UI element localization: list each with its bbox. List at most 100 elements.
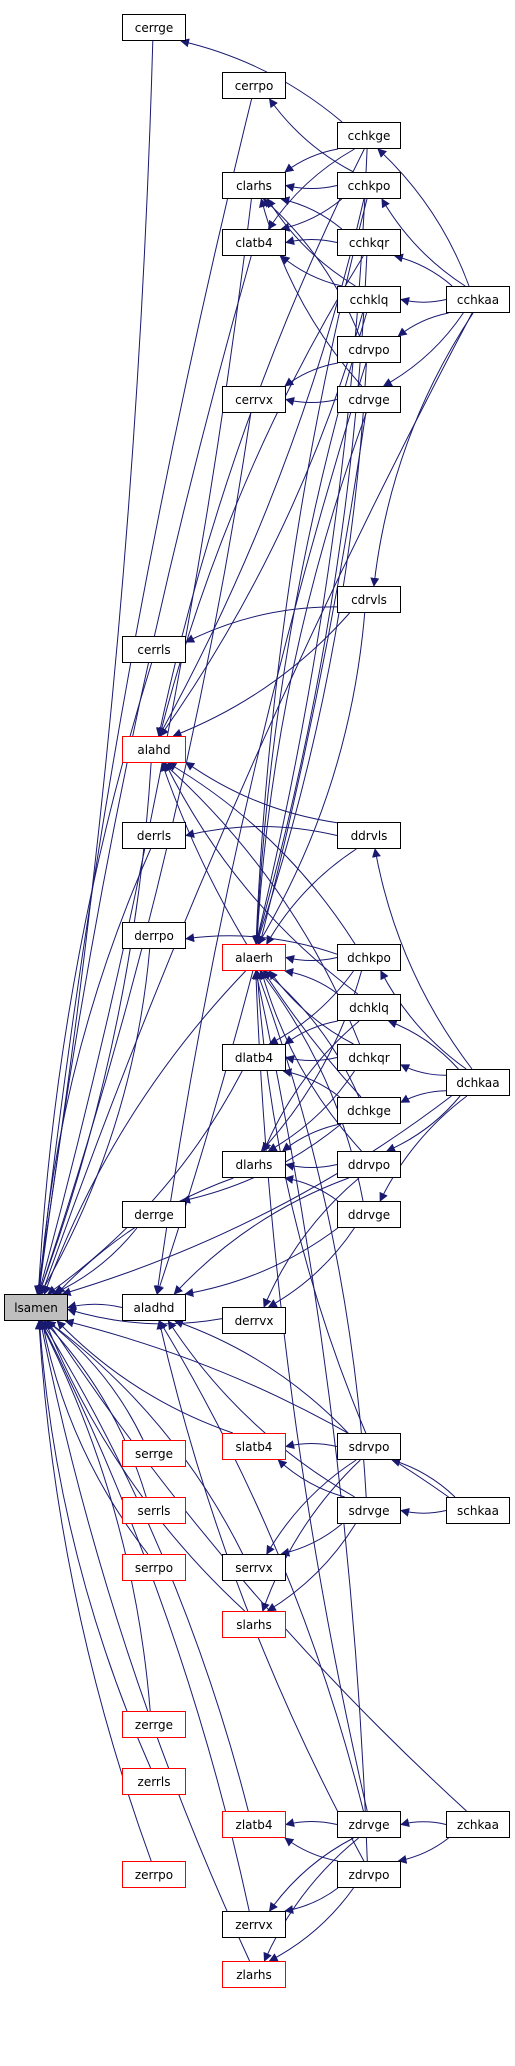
edge-zdrvpo-to-aladhd <box>156 1320 365 1862</box>
node-cchklq[interactable]: cchklq <box>337 286 401 313</box>
edge-dchkge-to-dlatb4 <box>282 1068 341 1098</box>
node-alahd[interactable]: alahd <box>122 736 186 763</box>
node-serrge[interactable]: serrge <box>122 1440 186 1467</box>
node-dchkqr[interactable]: dchkqr <box>337 1044 401 1071</box>
node-slatb4[interactable]: slatb4 <box>222 1433 286 1460</box>
node-cerrvx[interactable]: cerrvx <box>222 386 286 413</box>
edge-dchkqr-to-dlatb4 <box>285 1055 338 1064</box>
node-zdrvpo[interactable]: zdrvpo <box>337 1861 401 1888</box>
edge-cchkqr-to-clatb4 <box>285 236 338 245</box>
edge-cdrvpo-to-cerrvx <box>284 362 338 387</box>
node-sdrvpo[interactable]: sdrvpo <box>337 1433 401 1460</box>
edge-schkaa-to-sdrvpo <box>391 1458 456 1498</box>
node-zerrls[interactable]: zerrls <box>122 1768 186 1795</box>
node-aladhd[interactable]: aladhd <box>122 1294 186 1321</box>
edge-sdrvge-to-slatb4 <box>277 1459 345 1498</box>
edge-cdrvge-to-alaerh <box>252 412 367 945</box>
node-zlarhs[interactable]: zlarhs <box>222 1961 286 1988</box>
edge-cchkaa-to-cdrvls <box>370 312 474 587</box>
edge-sdrvge-to-serrvx <box>280 1523 343 1557</box>
edge-sdrvpo-to-serrvx <box>266 1459 357 1555</box>
node-cdrvge[interactable]: cdrvge <box>337 386 401 413</box>
node-cchkpo[interactable]: cchkpo <box>337 172 401 199</box>
edge-dchkaa-to-dchklq <box>387 1019 459 1070</box>
edge-cchkge-to-alaerh <box>253 148 368 945</box>
node-ddrvls[interactable]: ddrvls <box>337 822 401 849</box>
edge-dchkqr-to-dlarhs <box>267 1070 355 1152</box>
edge-cdrvpo-to-clarhs <box>262 198 360 337</box>
edge-dchkge-to-alaerh <box>263 970 360 1098</box>
edge-serrge-to-lsamen <box>46 1320 144 1441</box>
edge-cchkaa-to-cdrvge <box>382 312 464 387</box>
node-ddrvge[interactable]: ddrvge <box>337 1201 401 1228</box>
edge-sdrvge-to-aladhd <box>167 1320 355 1498</box>
edge-ddrvge-to-derrvx <box>267 1227 355 1308</box>
node-zerrge[interactable]: zerrge <box>122 1711 186 1738</box>
node-derrpo[interactable]: derrpo <box>122 922 186 949</box>
node-cdrvpo[interactable]: cdrvpo <box>337 336 401 363</box>
edge-dchkpo-to-dlatb4 <box>268 970 354 1045</box>
node-cerrls[interactable]: cerrls <box>122 636 186 663</box>
edge-zdrvpo-to-alaerh <box>253 970 368 1862</box>
node-dchkge[interactable]: dchkge <box>337 1097 401 1124</box>
node-cerrpo[interactable]: cerrpo <box>222 72 286 99</box>
edge-cchkaa-to-lsamen <box>40 312 473 1295</box>
edge-dlatb4-to-lsamen <box>47 1070 243 1295</box>
node-zdrvge[interactable]: zdrvge <box>337 1811 401 1838</box>
node-serrls[interactable]: serrls <box>122 1497 186 1524</box>
node-clatb4[interactable]: clatb4 <box>222 229 286 256</box>
edge-dchklq-to-alahd <box>164 762 359 995</box>
node-zerrvx[interactable]: zerrvx <box>222 1911 286 1938</box>
node-lsamen[interactable]: lsamen <box>4 1294 68 1321</box>
edge-sdrvge-to-slarhs <box>266 1523 356 1612</box>
node-derrvx[interactable]: derrvx <box>222 1307 286 1334</box>
edge-cdrvls-to-alaerh <box>257 612 366 945</box>
edge-cchkqr-to-clarhs <box>280 196 343 230</box>
edge-cerrpo-to-lsamen <box>34 98 253 1295</box>
node-cchkge[interactable]: cchkge <box>337 122 401 149</box>
edge-dchkaa-to-dchkqr <box>400 1064 447 1076</box>
node-cdrvls[interactable]: cdrvls <box>337 586 401 613</box>
edge-cchkpo-to-clarhs <box>285 183 338 192</box>
edge-aladhd-to-lsamen <box>67 1301 123 1310</box>
edge-sdrvpo-to-slarhs <box>261 1459 361 1612</box>
node-derrls[interactable]: derrls <box>122 822 186 849</box>
node-schkaa[interactable]: schkaa <box>446 1497 510 1524</box>
node-serrpo[interactable]: serrpo <box>122 1554 186 1581</box>
node-serrvx[interactable]: serrvx <box>222 1554 286 1581</box>
node-dlarhs[interactable]: dlarhs <box>222 1151 286 1178</box>
node-cchkaa[interactable]: cchkaa <box>446 286 510 313</box>
edge-serrvx-to-lsamen <box>46 1320 244 1555</box>
node-alaerh[interactable]: alaerh <box>222 944 286 971</box>
edge-zerrls-to-lsamen <box>35 1320 152 1769</box>
node-zchkaa[interactable]: zchkaa <box>446 1811 510 1838</box>
node-sdrvge[interactable]: sdrvge <box>337 1497 401 1524</box>
node-clarhs[interactable]: clarhs <box>222 172 286 199</box>
node-ddrvpo[interactable]: ddrvpo <box>337 1151 401 1178</box>
edge-sdrvpo-to-alaerh <box>253 970 367 1434</box>
edge-sdrvpo-to-slatb4 <box>285 1440 338 1449</box>
edge-cerrvx-to-lsamen <box>37 412 252 1295</box>
edge-sdrvge-to-alaerh <box>255 970 367 1498</box>
node-derrge[interactable]: derrge <box>122 1201 186 1228</box>
node-slarhs[interactable]: slarhs <box>222 1611 286 1638</box>
node-dchklq[interactable]: dchklq <box>337 994 401 1021</box>
edge-cdrvpo-to-aladhd <box>153 362 367 1295</box>
edge-cchkaa-to-cchkpo <box>381 198 466 287</box>
node-dchkaa[interactable]: dchkaa <box>446 1069 510 1096</box>
edge-cchkge-to-cerrge <box>180 38 343 123</box>
edge-zdrvge-to-zlarhs <box>263 1837 359 1962</box>
edge-clatb4-to-lsamen <box>35 255 252 1295</box>
edge-cchkpo-to-clatb4 <box>280 198 343 232</box>
node-cchkqr[interactable]: cchkqr <box>337 229 401 256</box>
node-zlatb4[interactable]: zlatb4 <box>222 1811 286 1838</box>
edge-ddrvpo-to-dlarhs <box>285 1162 338 1171</box>
node-dchkpo[interactable]: dchkpo <box>337 944 401 971</box>
node-dlatb4[interactable]: dlatb4 <box>222 1044 286 1071</box>
node-cerrge[interactable]: cerrge <box>122 14 186 41</box>
edge-dchkqr-to-alaerh <box>268 970 354 1045</box>
node-zerrpo[interactable]: zerrpo <box>122 1861 186 1888</box>
edge-cchkpo-to-cerrpo <box>268 98 354 173</box>
edge-cchkge-to-clatb4 <box>268 148 355 230</box>
